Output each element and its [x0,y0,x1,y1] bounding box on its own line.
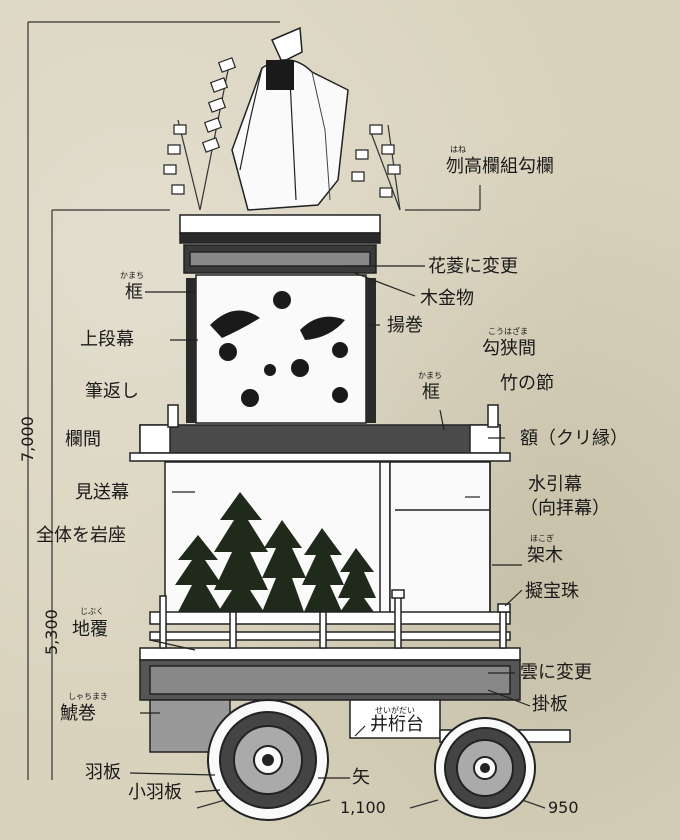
label-haita: 羽板 [85,762,121,783]
ranma-band [129,404,511,462]
label-agemaki: 揚巻 [387,315,423,336]
label-hane-takaranran: 刎高欄組勾欄 [446,156,554,177]
rear-wheel [434,717,536,819]
front-wheel [207,699,329,821]
top-railing [179,214,381,274]
label-mizuhikimaku: 水引幕 [528,474,582,495]
ruby-kamachi-lower: かまち [418,371,442,380]
gohei-streamers [163,57,401,211]
label-kohaita: 小羽板 [128,782,182,803]
upper-curtain [186,274,376,424]
label-fudegaeshi: 筆返し [85,381,139,402]
label-kakeita: 掛板 [532,694,568,715]
ruby-hane: はね [450,145,466,154]
ruby-kohazama: こうはざま [488,327,528,336]
ruby-shachimaki: しゃちまき [68,692,108,701]
label-jifuku: 地覆 [72,619,108,640]
label-kouhaimaku: （向拝幕） [520,498,610,519]
dim-rear-wheel: 950 [548,798,579,817]
label-shachimaki: 鯱巻 [60,703,96,724]
ruby-jifuku: じぶく [80,607,104,616]
label-miokurimaku: 見送幕 [75,482,129,503]
label-hanabishi: 花菱に変更 [428,256,518,277]
label-ya: 矢 [352,767,370,788]
label-gihoshu: 擬宝珠 [525,581,579,602]
label-takenofushi: 竹の節 [500,373,554,394]
label-kumo: 雲に変更 [520,662,592,683]
dim-total-height: 7,000 [18,416,37,462]
label-kikanamono: 木金物 [420,288,474,309]
ruby-hokogi: ほこぎ [530,534,554,543]
label-kamachi-lower: 框 [422,382,440,403]
label-gaku: 額（クリ縁） [520,428,628,449]
label-kamachi-upper: 框 [125,282,143,303]
lower-railing [139,589,521,661]
dim-body-height: 5,300 [42,609,61,655]
label-jodanmaku: 上段幕 [80,329,134,350]
label-hokogi: 架木 [527,545,563,566]
ruby-seigadai: せいがだい [375,706,415,715]
leader-lines [129,265,531,793]
ruby-kamachi-upper: かまち [120,271,144,280]
doll-figure [231,26,349,211]
dimension-lines [27,21,546,809]
label-kohazama: 勾狭間 [482,338,536,359]
label-seigadai: 井桁台 [370,714,424,735]
label-zentai-iwaza: 全体を岩座 [36,525,126,546]
dim-front-wheel: 1,100 [340,798,386,817]
label-ranma: 欄間 [65,429,101,450]
pine-trees [175,492,376,612]
